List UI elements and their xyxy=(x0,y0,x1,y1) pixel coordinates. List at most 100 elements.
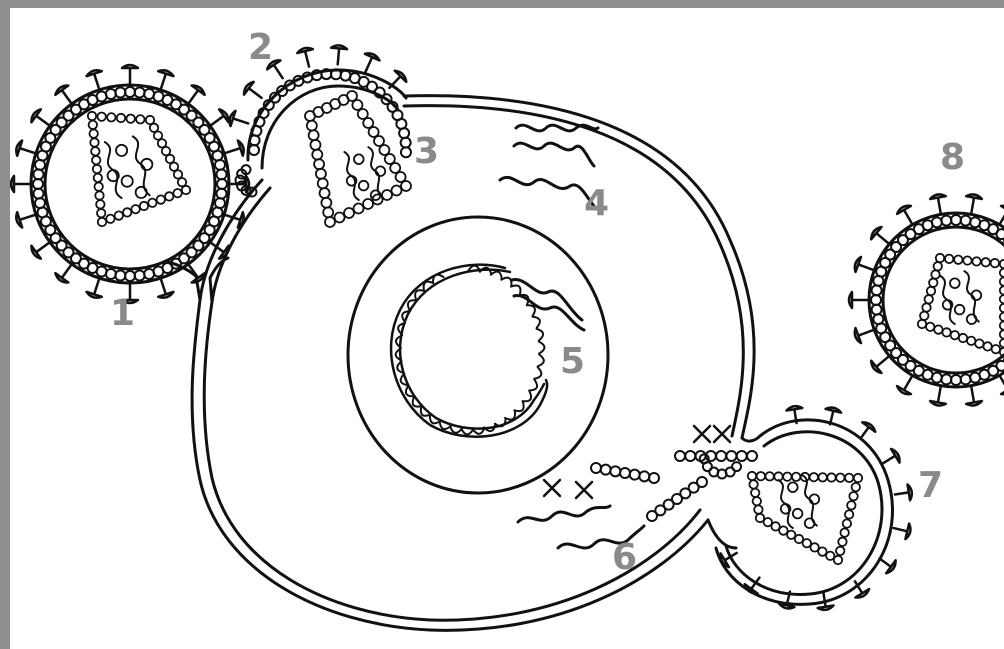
spike-cap xyxy=(886,560,895,573)
spike-cap xyxy=(31,109,40,122)
capsid-bead xyxy=(1000,313,1004,321)
glycoprotein-spike xyxy=(938,198,941,214)
capsid-bead xyxy=(983,342,991,350)
capsid-bead xyxy=(991,259,999,267)
stage-label-2: 2 xyxy=(248,30,273,66)
capsid-bead xyxy=(754,505,762,513)
spike-cap xyxy=(930,194,946,199)
capsid-bead xyxy=(88,112,96,120)
glycoprotein-spike xyxy=(249,88,262,98)
mature-virion xyxy=(849,194,1004,405)
spike-cap xyxy=(122,65,138,68)
spike-cap xyxy=(331,45,347,49)
envelope-bead xyxy=(951,215,961,225)
envelope-bead xyxy=(125,271,135,281)
envelope-bead xyxy=(106,89,116,99)
capsid-bead xyxy=(97,112,105,120)
capsid-bead xyxy=(117,114,125,122)
capsid-bead xyxy=(312,150,322,160)
glycoprotein-spike xyxy=(305,51,309,67)
capsid-bead xyxy=(1000,269,1004,277)
capsid-bead xyxy=(934,325,942,333)
capsid-bead xyxy=(925,295,933,303)
spike-cap xyxy=(818,606,834,610)
helix-twist xyxy=(522,391,531,401)
capsid-bead xyxy=(182,186,190,194)
capsid-bead xyxy=(91,147,99,155)
protein-bead xyxy=(685,451,695,461)
capsid-bead xyxy=(1000,286,1004,294)
capsid-bead xyxy=(818,473,826,481)
cleavage-x-mark xyxy=(576,482,592,498)
envelope-bead xyxy=(115,270,125,280)
helix-twist xyxy=(514,402,523,411)
capsid-bead xyxy=(97,209,105,217)
glycoprotein-spike xyxy=(20,148,35,153)
capsid-bead xyxy=(107,113,115,121)
cleavage-x-mark xyxy=(714,426,730,442)
glycoprotein-spike xyxy=(876,233,888,243)
envelope-bead xyxy=(873,314,883,324)
stage-label-3: 3 xyxy=(414,134,439,170)
spike-cap xyxy=(966,194,982,199)
spike-cap xyxy=(745,584,758,593)
capsid-bead xyxy=(392,186,402,196)
spike-cap xyxy=(192,85,205,94)
protein-bead xyxy=(697,477,707,487)
envelope-bead xyxy=(401,147,411,157)
viral-protein-assembly xyxy=(518,426,757,548)
capsid-bead xyxy=(840,528,848,536)
integrated-provirus-dna xyxy=(391,265,547,437)
envelope-bead xyxy=(115,88,125,98)
capsid-bead xyxy=(945,255,953,263)
capsid-bead xyxy=(963,256,971,264)
stage-label-5: 5 xyxy=(560,344,585,380)
capsid-bead xyxy=(96,200,104,208)
stage-label-6: 6 xyxy=(612,540,637,576)
capsid-bead xyxy=(93,165,101,173)
glycoprotein-spike xyxy=(904,376,912,390)
capsid-bead xyxy=(1000,339,1004,347)
capsid-bead xyxy=(792,473,800,481)
capsid-bead xyxy=(926,323,934,331)
spike-cap xyxy=(930,401,946,406)
glycoprotein-spike xyxy=(858,330,873,335)
envelope-inner xyxy=(45,99,215,269)
spike-cap xyxy=(862,422,875,431)
envelope-bead xyxy=(996,229,1004,239)
capsid-bead xyxy=(335,213,345,223)
capsid-bead xyxy=(951,331,959,339)
spike-cap xyxy=(244,82,254,95)
enzyme-particle xyxy=(805,518,815,528)
glycoprotein-spike xyxy=(876,357,888,367)
spike-cap xyxy=(897,206,911,214)
envelope-bead xyxy=(33,179,43,189)
enzyme-particle xyxy=(359,181,369,191)
helix-twist xyxy=(491,272,502,280)
envelope-outer xyxy=(869,213,1004,387)
capsid-bead xyxy=(756,514,764,522)
glycoprotein-spike xyxy=(225,148,240,153)
envelope-bead xyxy=(932,217,942,227)
capsid-bead xyxy=(131,205,139,213)
envelope-bead xyxy=(970,373,980,383)
capsid-bead xyxy=(1000,321,1004,329)
capsid-bead xyxy=(922,303,930,311)
spike-cap xyxy=(297,48,313,53)
capsid-bead xyxy=(320,188,330,198)
protein-bead xyxy=(639,471,649,481)
glycoprotein-spike xyxy=(895,492,909,494)
capsid-bead xyxy=(847,501,855,509)
capsid-bead xyxy=(827,473,835,481)
capsid-bead xyxy=(748,472,756,480)
capsid-bead xyxy=(307,121,317,131)
capsid-bead xyxy=(136,115,144,123)
capsid-bead xyxy=(1000,304,1004,312)
envelope-bead xyxy=(34,189,44,199)
capsid-bead xyxy=(382,190,392,200)
envelope-bead xyxy=(871,295,881,305)
capsid-bead xyxy=(1000,330,1004,338)
capsid-bead xyxy=(967,337,975,345)
